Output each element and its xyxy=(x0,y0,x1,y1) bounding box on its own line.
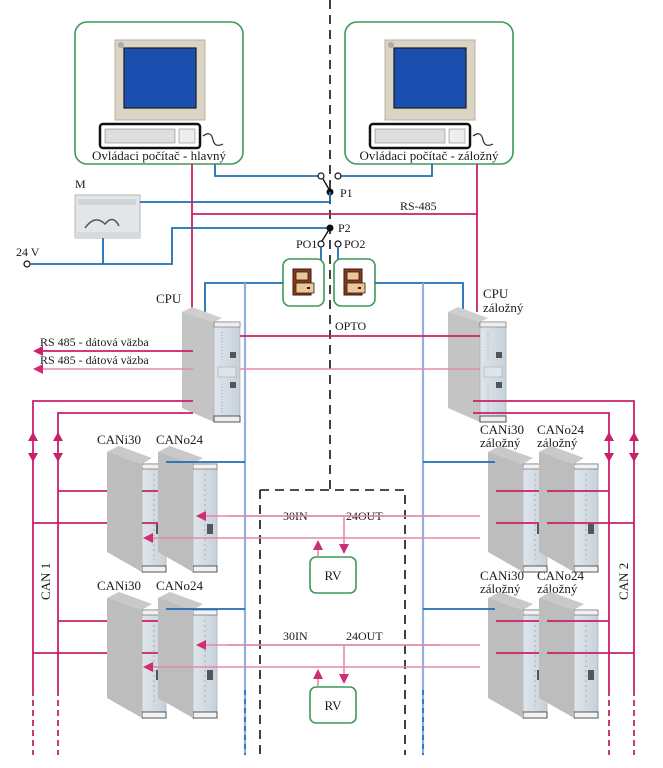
relay-rv-label: RV xyxy=(324,568,342,583)
left-cano24-label: CANo24 xyxy=(156,578,203,593)
left-cani30-label: CANi30 xyxy=(97,432,141,447)
rs485-data-link-2-label: RS 485 - dátová väzba xyxy=(40,353,149,367)
right-cani30-sublabel: záložný xyxy=(480,581,521,596)
left-cano24-label: CANo24 xyxy=(156,432,203,447)
po2-to-cpu-backup-line xyxy=(375,282,464,312)
right-cani30-module[interactable] xyxy=(487,591,548,719)
po1-to-cpu-line xyxy=(204,282,283,315)
power-supply-po1[interactable] xyxy=(282,258,325,307)
right-cani30-label: CANi30 xyxy=(480,422,524,437)
right-cano24-label: CANo24 xyxy=(537,568,584,583)
left-cani30-label: CANi30 xyxy=(97,578,141,593)
p1-contact-a xyxy=(317,172,325,180)
can2-bus-b xyxy=(473,412,610,690)
po1-contact xyxy=(317,240,325,248)
main-computer-label: Ovládaci počítač - hlavný xyxy=(92,148,226,163)
p1-contact-b xyxy=(334,172,342,180)
backup-computer-label: Ovládaci počítač - záložný xyxy=(360,148,499,163)
power-supply-icon xyxy=(292,268,315,296)
can1-arrows xyxy=(28,432,63,462)
relay-rv-box[interactable]: RV xyxy=(309,556,357,594)
po1-label: PO1 xyxy=(296,237,317,251)
rs485-bus-label: RS-485 xyxy=(400,199,437,213)
switch-p1-label: P1 xyxy=(340,186,353,200)
can2-arrows xyxy=(604,432,639,462)
can1-bus-a xyxy=(32,400,193,690)
power-supply-icon xyxy=(343,268,366,296)
left-cano24-module[interactable] xyxy=(157,591,218,719)
right-cano24-label: CANo24 xyxy=(537,422,584,437)
backup-computer-switch-link xyxy=(336,164,433,177)
can1-bus-b xyxy=(57,412,193,690)
p2-lever xyxy=(321,227,331,242)
switch-p2-label: P2 xyxy=(338,221,351,235)
io-row-1: CANi30 CANo24 30IN 24OUT RV CANi30 zálož… xyxy=(33,422,634,594)
right-cano24-sublabel: záložný xyxy=(537,581,578,596)
cpu-backup-rack[interactable] xyxy=(447,306,507,423)
main-computer[interactable]: Ovládaci počítač - hlavný xyxy=(74,21,244,165)
power-24v-terminal[interactable] xyxy=(23,260,31,268)
right-cano24-sublabel: záložný xyxy=(537,435,578,450)
module-m-label: M xyxy=(75,177,86,191)
relay-out-label: 24OUT xyxy=(346,629,383,643)
left-cano24-module[interactable] xyxy=(157,445,218,573)
cpu-backup-label: CPU xyxy=(483,286,509,301)
cpu-main-rack[interactable] xyxy=(181,306,241,423)
left-cani30-module[interactable] xyxy=(106,591,167,719)
right-cano24-module[interactable] xyxy=(538,591,599,719)
module-to-p1-line xyxy=(140,192,331,203)
power-24v-label: 24 V xyxy=(16,245,40,259)
opto-label: OPTO xyxy=(335,319,366,333)
can2-label: CAN 2 xyxy=(616,563,631,600)
right-cani30-module[interactable] xyxy=(487,445,548,573)
right-cani30-sublabel: záložný xyxy=(480,435,521,450)
cpu-main-label: CPU xyxy=(156,291,182,306)
po2-contact xyxy=(334,240,342,248)
relay-rv-box[interactable]: RV xyxy=(309,686,357,724)
relay-bus-lines xyxy=(227,644,480,668)
left-cani30-module[interactable] xyxy=(106,445,167,573)
rs485-data-link-1-label: RS 485 - dátová väzba xyxy=(40,335,149,349)
power-supply-po2[interactable] xyxy=(333,258,376,307)
backup-computer[interactable]: Ovládaci počítač - záložný xyxy=(344,21,514,165)
relay-in-label: 30IN xyxy=(283,629,308,643)
right-cani30-label: CANi30 xyxy=(480,568,524,583)
can1-label: CAN 1 xyxy=(38,563,53,600)
main-computer-switch-link xyxy=(214,164,320,177)
io-row-2: CANi30 CANo24 30IN 24OUT RV CANi30 zálož… xyxy=(33,568,634,724)
relay-bus-lines xyxy=(227,515,480,539)
cpu-backup-sublabel: záložný xyxy=(483,300,524,315)
right-cano24-module[interactable] xyxy=(538,445,599,573)
power-24v-line xyxy=(30,227,330,265)
can2-bus-a xyxy=(473,400,635,690)
relay-rv-label: RV xyxy=(324,698,342,713)
po2-label: PO2 xyxy=(344,237,365,251)
module-box-icon[interactable] xyxy=(74,194,141,239)
